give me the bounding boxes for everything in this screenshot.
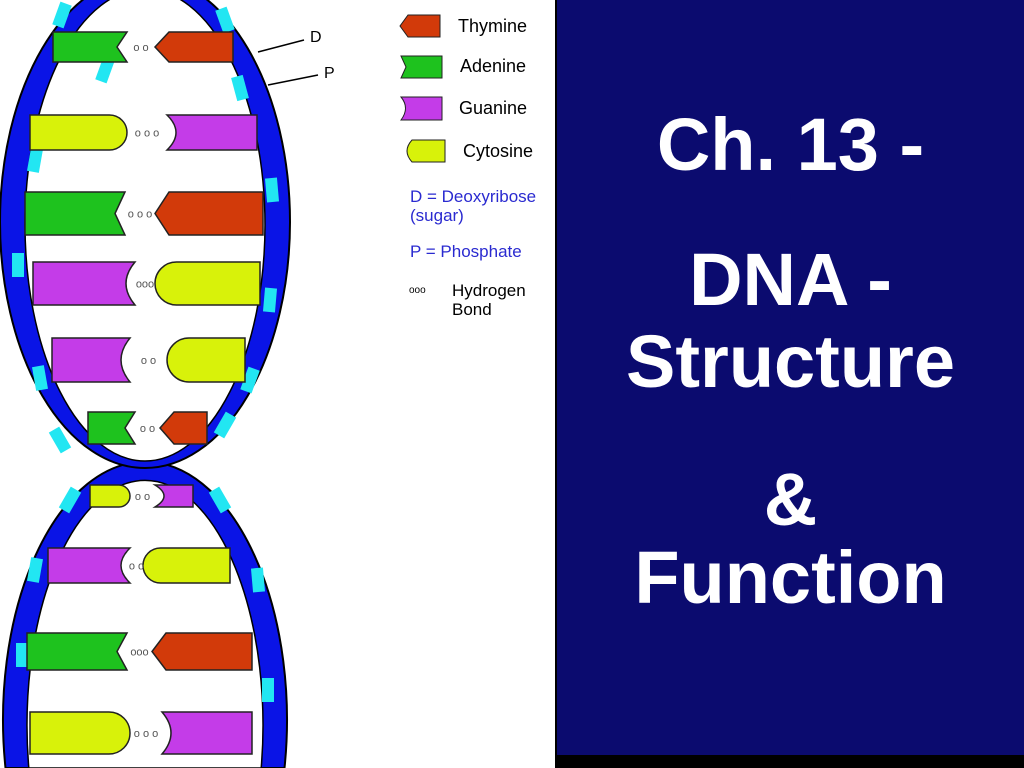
title-line-5: Function [634, 536, 947, 619]
cytosine-base [154, 261, 261, 306]
legend-bond: Bond [452, 300, 492, 319]
hydrogen-bond: o o [135, 491, 150, 503]
base-pair: o o [52, 31, 234, 63]
label-p: P [324, 65, 335, 82]
phosphate-segment [215, 6, 235, 34]
adenine-base [24, 191, 127, 236]
phosphate-segment [32, 365, 48, 391]
dna-double-helix-diagram: o o o o o o o o ooo o o o o o o o o ooo o o o D P… [0, 0, 536, 768]
dna-diagram-panel: o o o o o o o o ooo o o o o o o o o ooo o o o D P… [0, 0, 537, 768]
phosphate-segment [264, 177, 280, 203]
cytosine-base [29, 114, 128, 151]
hydrogen-bond-icon: ooo [409, 285, 426, 296]
title-line-3: Structure [626, 320, 955, 403]
phosphate-segment [240, 366, 260, 394]
base-pair: o o o [29, 114, 258, 151]
guanine-base [165, 114, 258, 151]
title-line-1: Ch. 13 - [656, 103, 925, 186]
thymine-base [153, 31, 234, 63]
thymine-legend-icon [399, 14, 441, 38]
phosphate-segment [95, 56, 115, 84]
guanine-base [160, 711, 253, 755]
legend-phosphate: P = Phosphate [410, 242, 522, 261]
base-pair: ooo [26, 632, 253, 671]
hydrogen-bond: o o o [135, 128, 159, 140]
base-pair: o o [51, 337, 246, 383]
cytosine-base [142, 547, 231, 584]
base-pair: o o [87, 411, 208, 445]
phosphate-segment [16, 643, 28, 667]
phosphate-segment [250, 567, 266, 593]
hydrogen-bond: o o o [134, 728, 158, 740]
adenine-base [87, 411, 137, 445]
adenine-base [52, 31, 129, 63]
thymine-base [151, 632, 253, 671]
phosphate-segment [262, 287, 278, 313]
legend-guanine: Guanine [459, 98, 527, 118]
cytosine-legend-icon [406, 139, 446, 163]
title-line-4: & [763, 458, 818, 541]
guanine-base [51, 337, 132, 383]
cytosine-base [89, 484, 131, 508]
hydrogen-bond: ooo [136, 279, 154, 291]
base-pair: o o o [29, 711, 253, 755]
phosphate-segment [27, 147, 43, 173]
d-p-labels: D P [257, 29, 335, 86]
hydrogen-bond: o o [141, 355, 156, 367]
cytosine-base [166, 337, 246, 383]
phosphate-segment [208, 486, 232, 514]
legend-adenine: Adenine [460, 56, 526, 76]
guanine-base [32, 261, 137, 306]
legend-thymine: Thymine [458, 16, 527, 36]
phosphate-segment [27, 557, 43, 583]
hydrogen-bond: ooo [130, 647, 148, 659]
legend-deoxyribose: D = Deoxyribose [410, 187, 536, 206]
title-panel: Ch. 13 - DNA - Structure & Function [555, 0, 1024, 755]
guanine-legend-icon [399, 96, 443, 121]
hydrogen-bond: o o o [128, 209, 152, 221]
legend-hydrogen: Hydrogen [452, 281, 526, 300]
legend-sugar: (sugar) [410, 206, 464, 225]
base-pair: o o [47, 547, 231, 584]
guanine-base [47, 547, 132, 584]
phosphate-segment [48, 426, 72, 454]
legend-cytosine: Cytosine [463, 141, 533, 161]
legend: Thymine Adenine Guanine Cytosine D = Deo… [399, 14, 536, 319]
label-d: D [310, 29, 322, 46]
adenine-legend-icon [400, 55, 443, 79]
base-pair: o o [89, 484, 194, 508]
adenine-base [26, 632, 129, 671]
phosphate-segment [12, 253, 24, 277]
cytosine-base [29, 711, 131, 755]
guanine-base [152, 484, 194, 508]
hydrogen-bond: o o [129, 561, 144, 573]
phosphate-segment [213, 411, 237, 439]
hydrogen-bond: o o [133, 42, 148, 54]
phosphate-segment [58, 486, 82, 514]
base-pair: o o o [24, 191, 264, 236]
phosphate-segment [262, 678, 274, 702]
base-pair: ooo [32, 261, 261, 306]
phosphate-segment [52, 1, 72, 29]
bottom-bar [555, 755, 1024, 768]
title-line-2: DNA - [689, 238, 892, 321]
hydrogen-bond: o o [140, 423, 155, 435]
thymine-base [159, 411, 208, 445]
thymine-base [154, 191, 264, 236]
